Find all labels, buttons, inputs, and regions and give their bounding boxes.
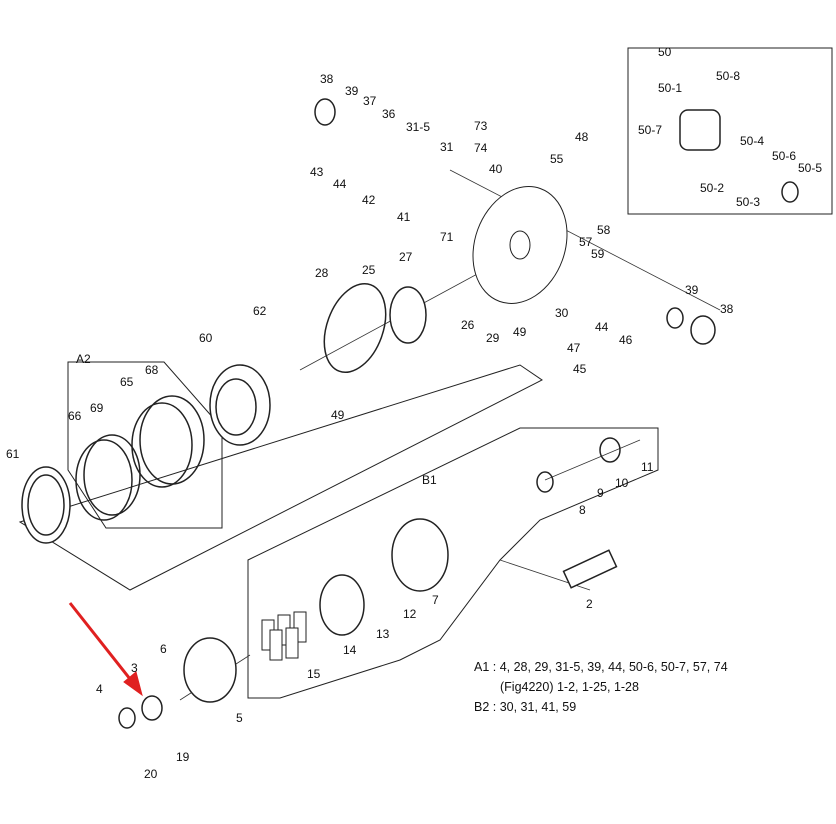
valve-plate (472, 186, 568, 304)
part-label: 19 (176, 750, 190, 764)
part-label: 50-5 (798, 161, 823, 175)
legend-a1-continued: (Fig4220) 1-2, 1-25, 1-28 (500, 680, 639, 694)
part-label: 44 (595, 320, 609, 334)
part-label: 10 (615, 476, 629, 490)
part-label: 66 (68, 409, 82, 423)
part-label: 3 (131, 661, 138, 675)
part-label: 50-1 (658, 81, 683, 95)
part-label: 42 (362, 193, 376, 207)
group-label-b1: B1 (422, 473, 437, 487)
part-label: 36 (382, 107, 396, 121)
part-label: 27 (399, 250, 413, 264)
part-label: 13 (376, 627, 390, 641)
part-label: 49 (513, 325, 527, 339)
part-label: 65 (120, 375, 134, 389)
part-label: 45 (573, 362, 587, 376)
part-label: 61 (6, 447, 20, 461)
part-label: 28 (315, 266, 329, 280)
part-label: 25 (362, 263, 376, 277)
part-label: 41 (397, 210, 411, 224)
part-label: 26 (461, 318, 475, 332)
legend-b2: B2 : 30, 31, 41, 59 (474, 700, 577, 714)
part-label: 50-7 (638, 123, 663, 137)
part-label: 50-6 (772, 149, 797, 163)
part-label: 5 (236, 711, 243, 725)
part-label: 44 (333, 177, 347, 191)
part-label: 39 (685, 283, 699, 297)
part-label: 68 (145, 363, 159, 377)
group-a2-bracket (67, 361, 223, 529)
part-label: 9 (597, 486, 604, 500)
part-label: 50-3 (736, 195, 761, 209)
part-label: 2 (586, 597, 593, 611)
part-label: 50-8 (716, 69, 741, 83)
part-label: 29 (486, 331, 500, 345)
part-label: 7 (432, 593, 439, 607)
part-label: 50-2 (700, 181, 725, 195)
part-label: 31-5 (406, 120, 431, 134)
part-label: 12 (403, 607, 417, 621)
part-label: 6 (160, 642, 167, 656)
part-label: 31 (440, 140, 454, 154)
part-label: 57 (579, 235, 593, 249)
part-label: 47 (567, 341, 581, 355)
part-label: 15 (307, 667, 321, 681)
part-label: 40 (489, 162, 503, 176)
group-b1-bracket (18, 364, 543, 591)
pistons (261, 611, 307, 661)
part-label: 43 (310, 165, 324, 179)
part-label: 39 (345, 84, 359, 98)
part-label: 38 (720, 302, 734, 316)
part-label: 30 (555, 306, 569, 320)
part-label: 8 (579, 503, 586, 517)
group-label-a2: A2 (76, 352, 91, 366)
group-label-50: 50 (658, 45, 672, 59)
part-label: 71 (440, 230, 454, 244)
part-label: 11 (641, 460, 654, 474)
group-50-box (627, 47, 833, 215)
part-label: 14 (343, 643, 357, 657)
part-label: 38 (320, 72, 334, 86)
part-label: 37 (363, 94, 377, 108)
part-label: 58 (597, 223, 611, 237)
part-label: 69 (90, 401, 104, 415)
part-label: 55 (550, 152, 564, 166)
red-arrow (68, 602, 143, 697)
part-label: 73 (474, 119, 488, 133)
part-label: 59 (591, 247, 605, 261)
part-label: 46 (619, 333, 633, 347)
part-label: 4 (96, 682, 103, 696)
part-label: 74 (474, 141, 488, 155)
part-label: 50-4 (740, 134, 765, 148)
legend-a1: A1 : 4, 28, 29, 31-5, 39, 44, 50-6, 50-7… (474, 660, 728, 674)
part-label: 48 (575, 130, 589, 144)
part-label: 60 (199, 331, 213, 345)
part-label: 62 (253, 304, 267, 318)
part-label: 49 (331, 408, 345, 422)
part-label: 20 (144, 767, 158, 781)
